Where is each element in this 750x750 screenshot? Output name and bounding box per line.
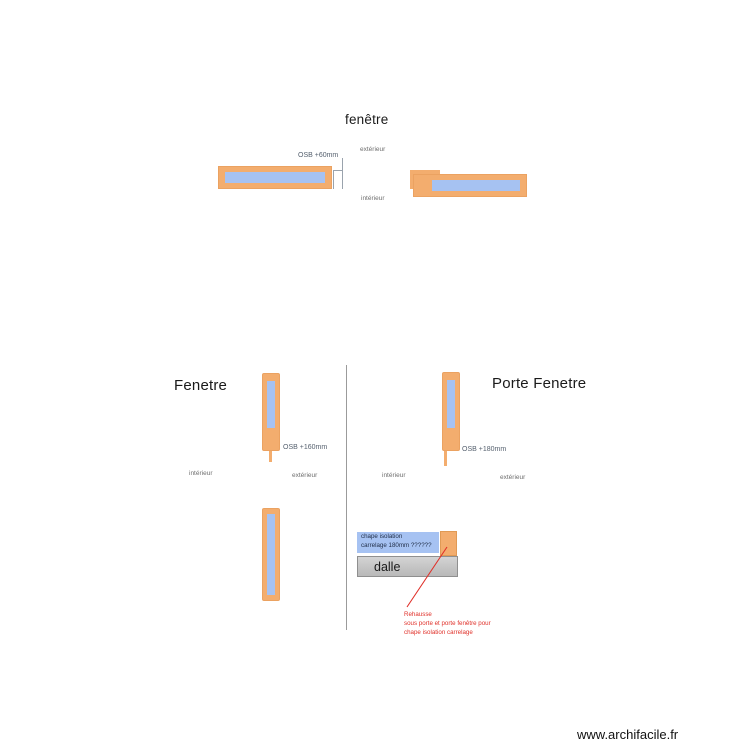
rehausse-annotation: Rehausse sous porte et porte fenêtre pou…: [404, 611, 491, 637]
left-wall-profile: [262, 373, 280, 451]
rehausse-block: [440, 531, 457, 556]
left-wall-tail: [269, 440, 272, 462]
annotation-leader-line: [406, 546, 448, 608]
rehausse-annotation-line-1: Rehausse: [404, 611, 432, 618]
top-left-dimension-line: [342, 158, 343, 189]
left-label-exterieur: extérieur: [292, 472, 318, 479]
left-wall-core: [267, 381, 275, 428]
chape-label-line-1: chape isolation: [361, 533, 403, 540]
top-right-wall-lip: [410, 170, 440, 175]
chape-isolation-label: chape isolation carrelage 180mm ??????: [357, 532, 439, 553]
dalle-bar: dalle: [357, 556, 458, 577]
footer-url: www.archifacile.fr: [577, 727, 679, 742]
top-left-wall-profile: [218, 166, 332, 189]
top-right-wall-profile: [413, 174, 527, 197]
top-right-wall-lip-edge: [410, 170, 414, 189]
top-left-wall-core: [225, 172, 325, 183]
top-label-interieur: intérieur: [361, 195, 385, 202]
rehausse-annotation-line-2: sous porte et porte fenêtre pour: [404, 619, 491, 627]
left-label-interieur: intérieur: [189, 470, 213, 477]
right-section-dimension-label: OSB +180mm: [462, 446, 507, 453]
top-left-dimension-tick-vertical: [333, 170, 334, 189]
top-right-wall-core: [432, 180, 520, 191]
rehausse-annotation-line-3: chape isolation carrelage: [404, 628, 473, 636]
right-label-interieur: intérieur: [382, 472, 406, 479]
left-lower-wall-core: [267, 514, 275, 595]
right-label-exterieur: extérieur: [500, 474, 526, 481]
right-wall-tail: [444, 444, 447, 466]
top-label-exterieur: extérieur: [360, 146, 386, 153]
left-section-title: Fenetre: [174, 377, 228, 394]
right-wall-core: [447, 380, 455, 428]
top-section-dimension-label: OSB +60mm: [298, 152, 339, 159]
section-divider: [346, 365, 347, 630]
dalle-label: dalle: [374, 559, 401, 574]
right-section-title: Porte Fenetre: [492, 375, 587, 392]
top-left-dimension-tick-upper: [333, 170, 343, 171]
chape-label-line-2: carrelage 180mm ??????: [361, 541, 432, 549]
left-section-dimension-label: OSB +160mm: [283, 444, 328, 451]
top-section-title: fenêtre: [345, 112, 389, 127]
right-wall-profile: [442, 372, 460, 451]
left-lower-wall-profile: [262, 508, 280, 601]
